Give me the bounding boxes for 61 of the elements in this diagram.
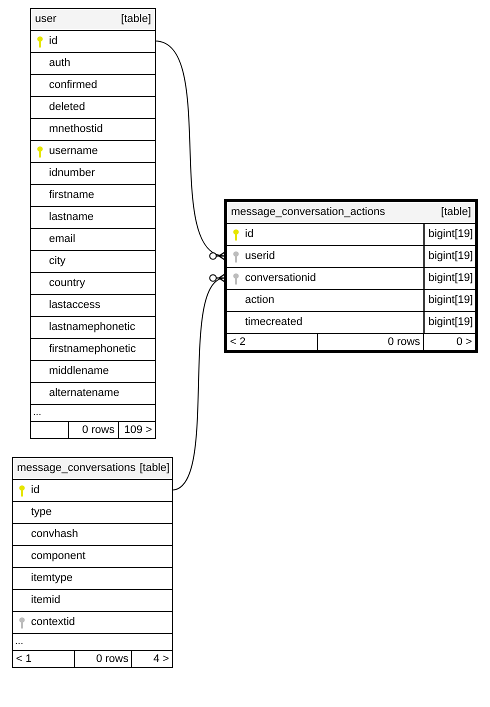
column-name: middlename — [49, 366, 109, 377]
footer-text: 0 rows — [388, 336, 420, 348]
column-name: lastnamephonetic — [49, 322, 136, 333]
column-name: alternatename — [49, 388, 120, 399]
table-footer — [227, 333, 475, 350]
column-row — [227, 311, 475, 333]
table-name: user — [35, 14, 56, 25]
column-name: id — [49, 36, 58, 47]
footer-text: 0 > — [456, 336, 472, 348]
table-box — [12, 457, 173, 668]
column-name: firstname — [49, 190, 94, 201]
table-tag: [table] — [140, 463, 170, 474]
column-name: firstnamephonetic — [49, 344, 136, 355]
column-name: deleted — [49, 102, 86, 113]
column-type: bigint[19] — [428, 251, 473, 262]
column-name: idnumber — [49, 168, 95, 179]
column-name: lastaccess — [49, 300, 100, 311]
column-name: city — [49, 256, 66, 267]
column-name: id — [245, 229, 254, 240]
column-name: convhash — [31, 529, 78, 540]
table-footer — [13, 650, 172, 667]
column-name: lastname — [49, 212, 94, 223]
footer-text: < 1 — [16, 654, 32, 664]
column-name: userid — [245, 251, 275, 262]
column-name: action — [245, 295, 274, 306]
table-tag: [table] — [441, 207, 471, 218]
column-name: component — [31, 551, 86, 562]
column-name: timecreated — [245, 317, 302, 328]
footer-text: 4 > — [153, 654, 169, 664]
column-name: auth — [49, 58, 70, 69]
column-name: confirmed — [49, 80, 98, 91]
table-tag: [table] — [121, 14, 151, 25]
table-footer — [31, 421, 155, 438]
column-name: contextid — [31, 617, 76, 628]
column-type: bigint[19] — [428, 317, 473, 328]
column-type: bigint[19] — [428, 273, 473, 284]
footer-text: 0 rows — [82, 424, 115, 436]
column-type: bigint[19] — [428, 229, 473, 240]
more-rows: ... — [13, 633, 172, 650]
column-name: username — [49, 146, 98, 157]
column-name: conversationid — [245, 273, 316, 284]
footer-text: 109 > — [124, 424, 152, 436]
column-name: itemid — [31, 595, 60, 606]
column-name: id — [31, 485, 40, 496]
table-name: message_conversation_actions — [231, 207, 386, 218]
table-name: message_conversations — [17, 463, 136, 474]
column-row — [227, 289, 475, 311]
column-name: country — [49, 278, 86, 289]
column-name: itemtype — [31, 573, 73, 584]
table-box — [224, 199, 478, 353]
footer-text: 0 rows — [96, 654, 128, 664]
more-rows: ... — [31, 404, 155, 421]
column-row — [227, 267, 475, 289]
column-row — [227, 245, 475, 267]
column-name: mnethostid — [49, 124, 103, 135]
column-name: email — [49, 234, 76, 245]
footer-text: < 2 — [230, 336, 246, 348]
column-name: type — [31, 507, 52, 518]
column-row — [227, 223, 475, 245]
table-box — [30, 8, 156, 439]
column-type: bigint[19] — [428, 295, 473, 306]
